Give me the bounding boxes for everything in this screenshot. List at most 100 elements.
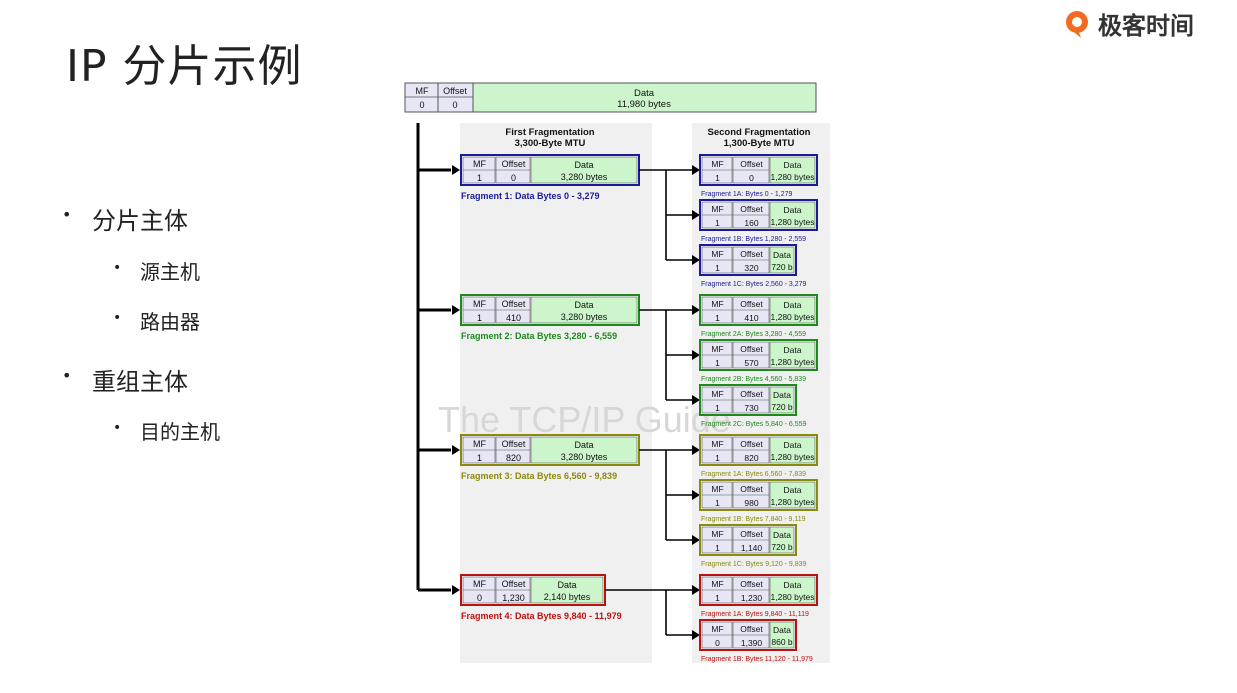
fragment-3-sub-3-offset-label: Offset: [740, 529, 763, 539]
fragment-4-offset-value: 1,230: [502, 593, 525, 603]
fragment-1-sub-1-caption: Fragment 1A: Bytes 0 - 1,279: [701, 191, 793, 198]
second-fragmentation-heading: Second Fragmentation: [708, 127, 811, 138]
fragment-4-sub-1-arrow: [692, 585, 700, 595]
fragment-4-sub-1-caption: Fragment 1A: Bytes 9,840 - 11,119: [701, 611, 809, 618]
fragment-1-sub-2-mf-label: MF: [711, 204, 723, 214]
bullet-fragmenting-entity: 分片主体: [62, 201, 188, 236]
fragment-2-sub-1-caption: Fragment 2A: Bytes 3,280 - 4,559: [701, 331, 806, 338]
fragment-4-sub-2-data-value: 860 b: [771, 637, 793, 647]
fragment-2-caption: Fragment 2: Data Bytes 3,280 - 6,559: [461, 331, 617, 341]
fragment-3-sub-1-mf-value: 1: [715, 453, 720, 463]
fragment-2-sub-3-mf-value: 1: [715, 403, 720, 413]
fragment-3-sub-2-data-field: [769, 481, 816, 509]
fragment-3-mf-value: 1: [477, 453, 482, 463]
fragment-1-sub-3-mf-value: 1: [715, 263, 720, 273]
fragment-4-sub-1-offset-label: Offset: [740, 579, 763, 589]
fragment-2-sub-3-offset-label: Offset: [740, 389, 763, 399]
fragment-3-data-label: Data: [574, 440, 593, 450]
fragment-2-sub-1-arrow: [692, 305, 700, 315]
watermark-text: The TCP/IP Guide: [438, 399, 731, 440]
fragment-3-mf-label: MF: [473, 439, 486, 449]
fragment-4-sub-2-caption: Fragment 1B: Bytes 11,120 - 11,979: [701, 656, 813, 663]
fragment-2-offset-value: 410: [506, 313, 521, 323]
fragment-4-caption: Fragment 4: Data Bytes 9,840 - 11,979: [461, 611, 622, 621]
original-offset-value: 0: [452, 100, 457, 110]
fragment-1-sub-3-data-field: [769, 246, 795, 274]
fragment-3-sub-1-offset-value: 820: [744, 453, 758, 463]
fragment-2-sub-3-data-label: Data: [773, 390, 791, 400]
fragment-1-sub-2-data-value: 1,280 bytes: [771, 217, 815, 227]
fragment-2-sub-2-arrow: [692, 350, 700, 360]
fragment-2-sub-2-mf-value: 1: [715, 358, 720, 368]
fragment-1-sub-2-data-field: [769, 201, 816, 229]
fragment-3-sub-1-mf-label: MF: [711, 439, 723, 449]
fragment-3-offset-value: 820: [506, 453, 521, 463]
logo-text: 极客时间: [1098, 12, 1194, 40]
fragment-4-data-label: Data: [557, 580, 576, 590]
fragment-2-data-label: Data: [574, 300, 593, 310]
fragment-2-sub-3-data-field: [769, 386, 795, 414]
original-data-value: 11,980 bytes: [617, 99, 671, 110]
fragment-3-arrow: [452, 445, 460, 455]
fragment-1-sub-1-arrow: [692, 165, 700, 175]
fragment-4-sub-1-mf-label: MF: [711, 579, 723, 589]
fragment-3-sub-3-caption: Fragment 1C: Bytes 9,120 - 9,839: [701, 561, 807, 568]
original-data-label: Data: [634, 88, 655, 99]
fragment-2-arrow: [452, 305, 460, 315]
original-offset-label: Offset: [443, 86, 467, 96]
fragment-2-sub-1-data-value: 1,280 bytes: [771, 312, 815, 322]
fragment-3-caption: Fragment 3: Data Bytes 6,560 - 9,839: [461, 471, 617, 481]
fragment-1-sub-2-offset-label: Offset: [740, 204, 763, 214]
fragment-2-sub-3-mf-label: MF: [711, 389, 723, 399]
fragment-3-sub-2-offset-value: 980: [744, 498, 758, 508]
fragment-1-sub-3-data-label: Data: [773, 250, 791, 260]
first-fragmentation-mtu: 3,300-Byte MTU: [515, 138, 586, 149]
fragment-1-mf-value: 1: [477, 173, 482, 183]
fragment-4-sub-2-data-field: [769, 621, 795, 649]
fragment-2-sub-3-offset-value: 730: [744, 403, 758, 413]
original-offset-field: [437, 82, 474, 113]
fragment-1-sub-2-caption: Fragment 1B: Bytes 1,280 - 2,559: [701, 236, 806, 243]
fragment-1-sub-2-offset-value: 160: [744, 218, 758, 228]
fragment-4-sub-1-offset-value: 1,230: [741, 593, 763, 603]
fragment-4-sub-1-data-value: 1,280 bytes: [771, 592, 815, 602]
fragment-2-mf-label: MF: [473, 299, 486, 309]
fragment-2-sub-1-mf-value: 1: [715, 313, 720, 323]
fragment-1-sub-3-offset-label: Offset: [740, 249, 763, 259]
fragment-1-caption: Fragment 1: Data Bytes 0 - 3,279: [461, 191, 600, 201]
fragment-3-sub-1-data-field: [769, 436, 816, 464]
fragment-4-data-field: [530, 576, 604, 604]
slide-title: IP 分片示例: [66, 41, 303, 92]
fragment-2-sub-3-caption: Fragment 2C: Bytes 5,840 - 6,559: [701, 421, 807, 428]
fragment-2-data-value: 3,280 bytes: [561, 312, 608, 322]
fragment-3-sub-3-data-value: 720 b: [771, 542, 793, 552]
fragment-2-sub-2-offset-value: 570: [744, 358, 758, 368]
geektime-logo-icon: [1066, 10, 1088, 38]
fragment-1-sub-3-mf-label: MF: [711, 249, 723, 259]
first-fragmentation-panel: [460, 123, 652, 663]
fragment-2-sub-1-offset-value: 410: [744, 313, 758, 323]
fragment-1-sub-1-mf-value: 1: [715, 173, 720, 183]
original-mf-label: MF: [416, 86, 429, 96]
fragment-3-sub-2-mf-label: MF: [711, 484, 723, 494]
fragment-1-sub-1-data-value: 1,280 bytes: [771, 172, 815, 182]
fragment-3-sub-3-data-field: [769, 526, 795, 554]
fragment-2-offset-label: Offset: [502, 299, 526, 309]
brand-logo: 极客时间: [1062, 6, 1194, 41]
fragment-3-sub-3-offset-value: 1,140: [741, 543, 763, 553]
first-fragmentation-heading: First Fragmentation: [505, 127, 594, 138]
fragment-2-sub-2-caption: Fragment 2B: Bytes 4,560 - 5,839: [701, 376, 806, 383]
fragment-2-mf-value: 1: [477, 313, 482, 323]
bullet-source-host: 源主机: [113, 256, 200, 285]
fragment-3-offset-label: Offset: [502, 439, 526, 449]
fragment-1-sub-2-mf-value: 1: [715, 218, 720, 228]
fragment-1-sub-3-arrow: [692, 255, 700, 265]
fragment-4-sub-1-data-label: Data: [784, 580, 802, 590]
fragment-3-sub-2-arrow: [692, 490, 700, 500]
fragment-4-sub-1-mf-value: 1: [715, 593, 720, 603]
fragment-3-sub-2-caption: Fragment 1B: Bytes 7,840 - 9,119: [701, 516, 806, 523]
fragment-1-sub-2-arrow: [692, 210, 700, 220]
fragment-1-offset-label: Offset: [502, 159, 526, 169]
original-mf-value: 0: [419, 100, 424, 110]
fragment-2-sub-3-arrow: [692, 395, 700, 405]
